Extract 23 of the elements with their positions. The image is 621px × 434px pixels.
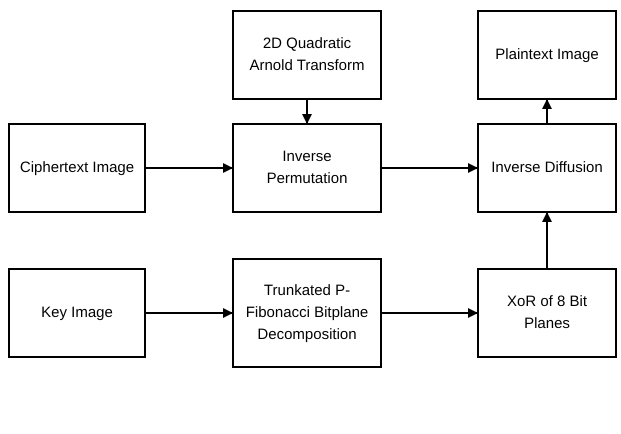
process-box — [477, 268, 617, 358]
process-box — [8, 123, 146, 213]
arrow — [382, 308, 478, 318]
process-box — [477, 123, 617, 213]
process-box — [477, 10, 617, 100]
box-label: Plaintext Image — [495, 45, 599, 65]
box-label: XoR of 8 Bit Planes — [506, 292, 588, 334]
arrow — [302, 100, 312, 124]
arrow — [146, 163, 233, 173]
box-label: Key Image — [41, 303, 113, 323]
process-box — [232, 10, 382, 100]
process-box — [8, 268, 146, 358]
box-label: Inverse Diffusion — [491, 158, 603, 178]
process-box — [232, 258, 382, 368]
box-label: Trunkated P-Fibonacci Bitplane Decomposition — [244, 281, 370, 345]
arrow — [542, 99, 552, 123]
arrow — [146, 308, 233, 318]
box-label: 2D Quadratic Arnold Transform — [248, 34, 366, 76]
arrow — [542, 212, 552, 268]
arrow — [382, 163, 478, 173]
box-label: Inverse Permutation — [266, 147, 348, 189]
box-label: Ciphertext Image — [20, 158, 134, 178]
process-box — [232, 123, 382, 213]
